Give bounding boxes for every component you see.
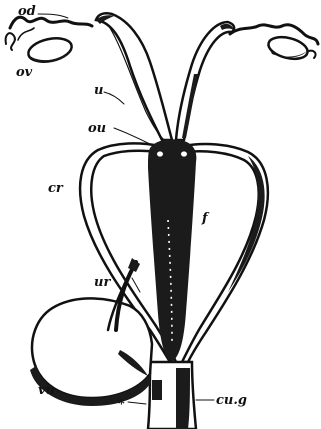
label-ov: ov [16, 65, 33, 80]
label-f: f [201, 211, 210, 226]
label-ur: ur [94, 275, 111, 290]
ovary-right [266, 33, 310, 62]
label-cr: cr [48, 181, 64, 196]
uterine-horn-right [176, 22, 234, 140]
label-u: u [94, 83, 103, 98]
label-star: * [118, 397, 125, 412]
uterine-horn-left [96, 13, 172, 140]
label-vu: vu [38, 383, 55, 398]
label-ou: ou [88, 121, 106, 136]
label-od: od [18, 4, 36, 19]
label-cug: cu.g [216, 393, 247, 408]
